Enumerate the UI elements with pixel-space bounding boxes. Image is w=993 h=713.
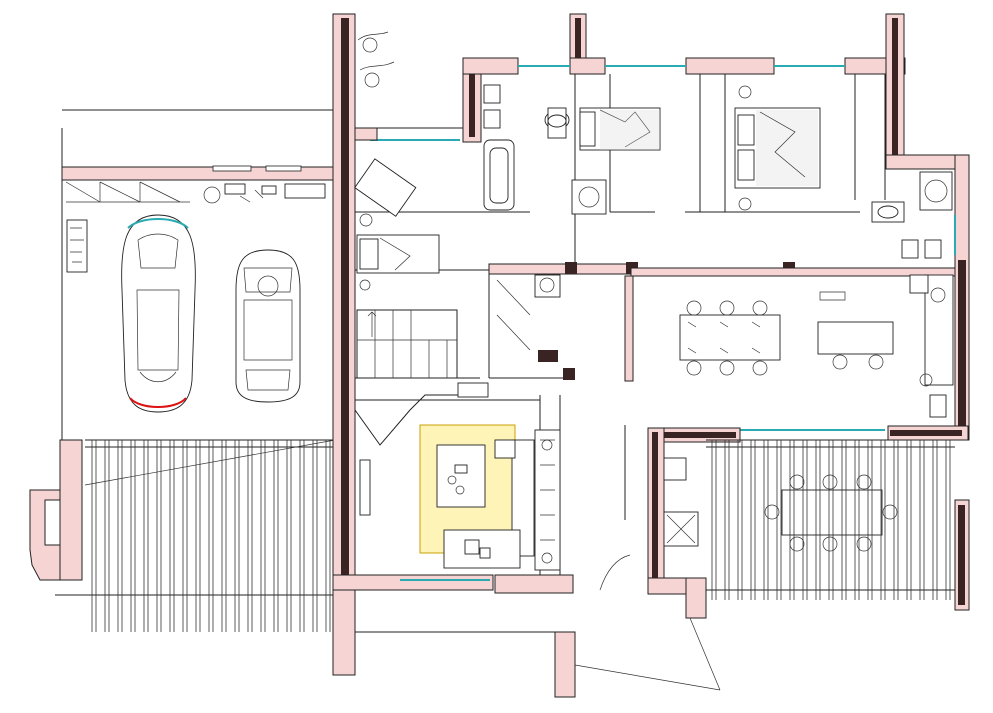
- dining-area: [679, 300, 781, 376]
- bathroom: [483, 84, 570, 211]
- staircase: [356, 309, 458, 379]
- pergola-left: [55, 439, 336, 596]
- bedroom-1: [571, 107, 661, 215]
- bedroom-2: [734, 85, 821, 211]
- bedroom-3: [356, 234, 440, 291]
- car-1: [121, 214, 196, 413]
- kitchen: [817, 274, 954, 418]
- front-path: [574, 554, 721, 691]
- terrace-dining-table: [764, 474, 898, 552]
- garage-equipment: [203, 183, 326, 204]
- study: [354, 158, 417, 227]
- living-room: [359, 382, 561, 571]
- car-2: [235, 249, 301, 403]
- terrace-pergola: [663, 439, 955, 591]
- bathroom-2: [871, 171, 953, 259]
- pantry: [496, 274, 561, 362]
- entrance-stair: [354, 31, 395, 141]
